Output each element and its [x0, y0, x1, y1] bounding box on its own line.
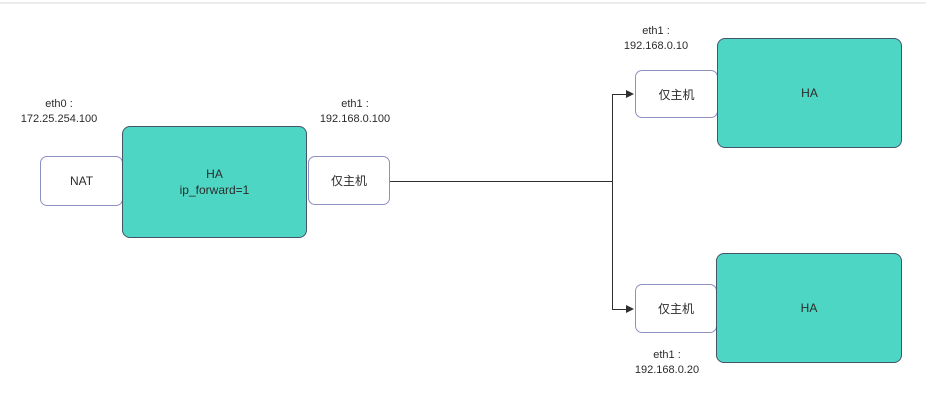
router-eth1-label: eth1 : 192.168.0.100 [285, 97, 425, 127]
iface-ip: 192.168.0.100 [319, 113, 391, 125]
host-bottom-ha-title: HA [800, 301, 818, 315]
iface-ip: 192.168.0.10 [623, 40, 689, 52]
router-ip-forward-setting: ip_forward=1 [179, 183, 250, 197]
arrowhead-top-icon [626, 90, 634, 98]
hostonly-adapter-label: 仅主机 [658, 87, 695, 102]
iface-name: eth1 : [642, 25, 670, 37]
nat-adapter-label: NAT [69, 174, 94, 188]
hostonly-adapter-label: 仅主机 [330, 174, 367, 188]
host-bottom-hostonly-adapter: 仅主机 [635, 284, 717, 333]
iface-name: eth1 : [653, 349, 681, 361]
host-top-ha-node: HA [717, 38, 902, 148]
connector-branch-top [612, 94, 627, 95]
host-bottom-eth1-label: eth1 : 192.168.0.20 [597, 348, 737, 378]
connector-branch-bottom [612, 309, 627, 310]
host-bottom-ha-node: HA [716, 253, 902, 363]
iface-name: eth1 : [341, 98, 369, 110]
router-eth0-label: eth0 : 172.25.254.100 [0, 97, 129, 127]
router-ha-title: HA [206, 167, 223, 181]
connector-vertical [612, 94, 613, 310]
iface-name: eth0 : [45, 98, 73, 110]
host-top-ha-title: HA [801, 86, 818, 100]
host-top-eth1-label: eth1 : 192.168.0.10 [586, 24, 726, 54]
hostonly-adapter-label: 仅主机 [657, 302, 694, 316]
host-top-hostonly-adapter: 仅主机 [635, 70, 718, 118]
iface-ip: 192.168.0.20 [634, 364, 700, 376]
router-ha-node: HA ip_forward=1 [122, 126, 307, 238]
iface-ip: 172.25.254.100 [20, 113, 98, 125]
router-nat-adapter: NAT [40, 156, 123, 206]
top-divider [0, 2, 926, 4]
arrowhead-bottom-icon [626, 305, 634, 313]
connector-main-horizontal [390, 181, 612, 182]
router-hostonly-adapter: 仅主机 [308, 156, 390, 205]
